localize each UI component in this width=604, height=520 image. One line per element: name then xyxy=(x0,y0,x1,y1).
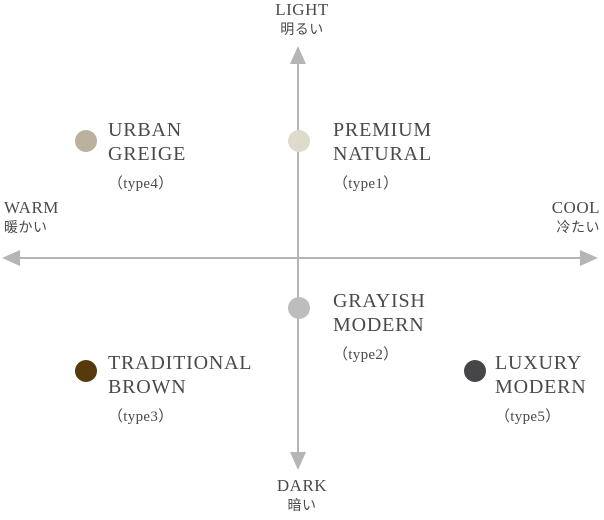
style-name-line1: PREMIUM xyxy=(333,119,432,141)
arrow-left-icon xyxy=(2,250,20,266)
style-name-line1: URBAN xyxy=(108,119,183,141)
style-name-line2: GREIGE xyxy=(108,143,187,165)
style-name-line1: TRADITIONAL xyxy=(108,352,253,374)
style-label-luxury-modern: LUXURY MODERN （type5） xyxy=(495,351,586,429)
axis-label-light-en: LIGHT xyxy=(275,0,329,19)
style-name-line1: GRAYISH xyxy=(333,290,426,312)
style-type: （type2） xyxy=(333,347,399,363)
color-dot-premium-natural xyxy=(288,130,310,152)
style-name-line1: LUXURY xyxy=(495,352,583,374)
style-type: （type4） xyxy=(108,176,174,192)
axis-label-warm-jp: 暖かい xyxy=(4,220,48,236)
axis-label-light: LIGHT 明るい xyxy=(262,0,342,40)
axis-label-warm: WARM 暖かい xyxy=(4,198,59,238)
style-name-line2: BROWN xyxy=(108,376,187,398)
axis-label-cool-jp: 冷たい xyxy=(556,220,600,236)
axis-label-dark-jp: 暗い xyxy=(287,498,317,514)
style-label-urban-greige: URBAN GREIGE （type4） xyxy=(108,118,186,196)
arrow-up-icon xyxy=(290,46,306,64)
axis-label-cool-en: COOL xyxy=(551,198,600,217)
axis-label-cool: COOL 冷たい xyxy=(552,198,600,238)
style-type: （type1） xyxy=(333,176,399,192)
axis-label-dark-en: DARK xyxy=(276,476,328,495)
style-name-line2: MODERN xyxy=(495,376,587,398)
color-dot-traditional-brown xyxy=(75,360,97,382)
axis-label-light-jp: 明るい xyxy=(280,22,324,38)
style-type: （type5） xyxy=(495,409,561,425)
axis-label-warm-en: WARM xyxy=(4,198,59,217)
color-dot-luxury-modern xyxy=(464,360,486,382)
color-dot-urban-greige xyxy=(75,130,97,152)
arrow-down-icon xyxy=(290,452,306,470)
color-dot-grayish-modern xyxy=(288,297,310,319)
style-label-premium-natural: PREMIUM NATURAL （type1） xyxy=(333,118,432,196)
style-name-line2: MODERN xyxy=(333,314,425,336)
style-label-traditional-brown: TRADITIONAL BROWN （type3） xyxy=(108,351,252,429)
style-name-line2: NATURAL xyxy=(333,143,432,165)
axis-label-dark: DARK 暗い xyxy=(262,476,342,516)
style-label-grayish-modern: GRAYISH MODERN （type2） xyxy=(333,289,426,367)
arrow-right-icon xyxy=(580,250,598,266)
style-type: （type3） xyxy=(108,409,174,425)
